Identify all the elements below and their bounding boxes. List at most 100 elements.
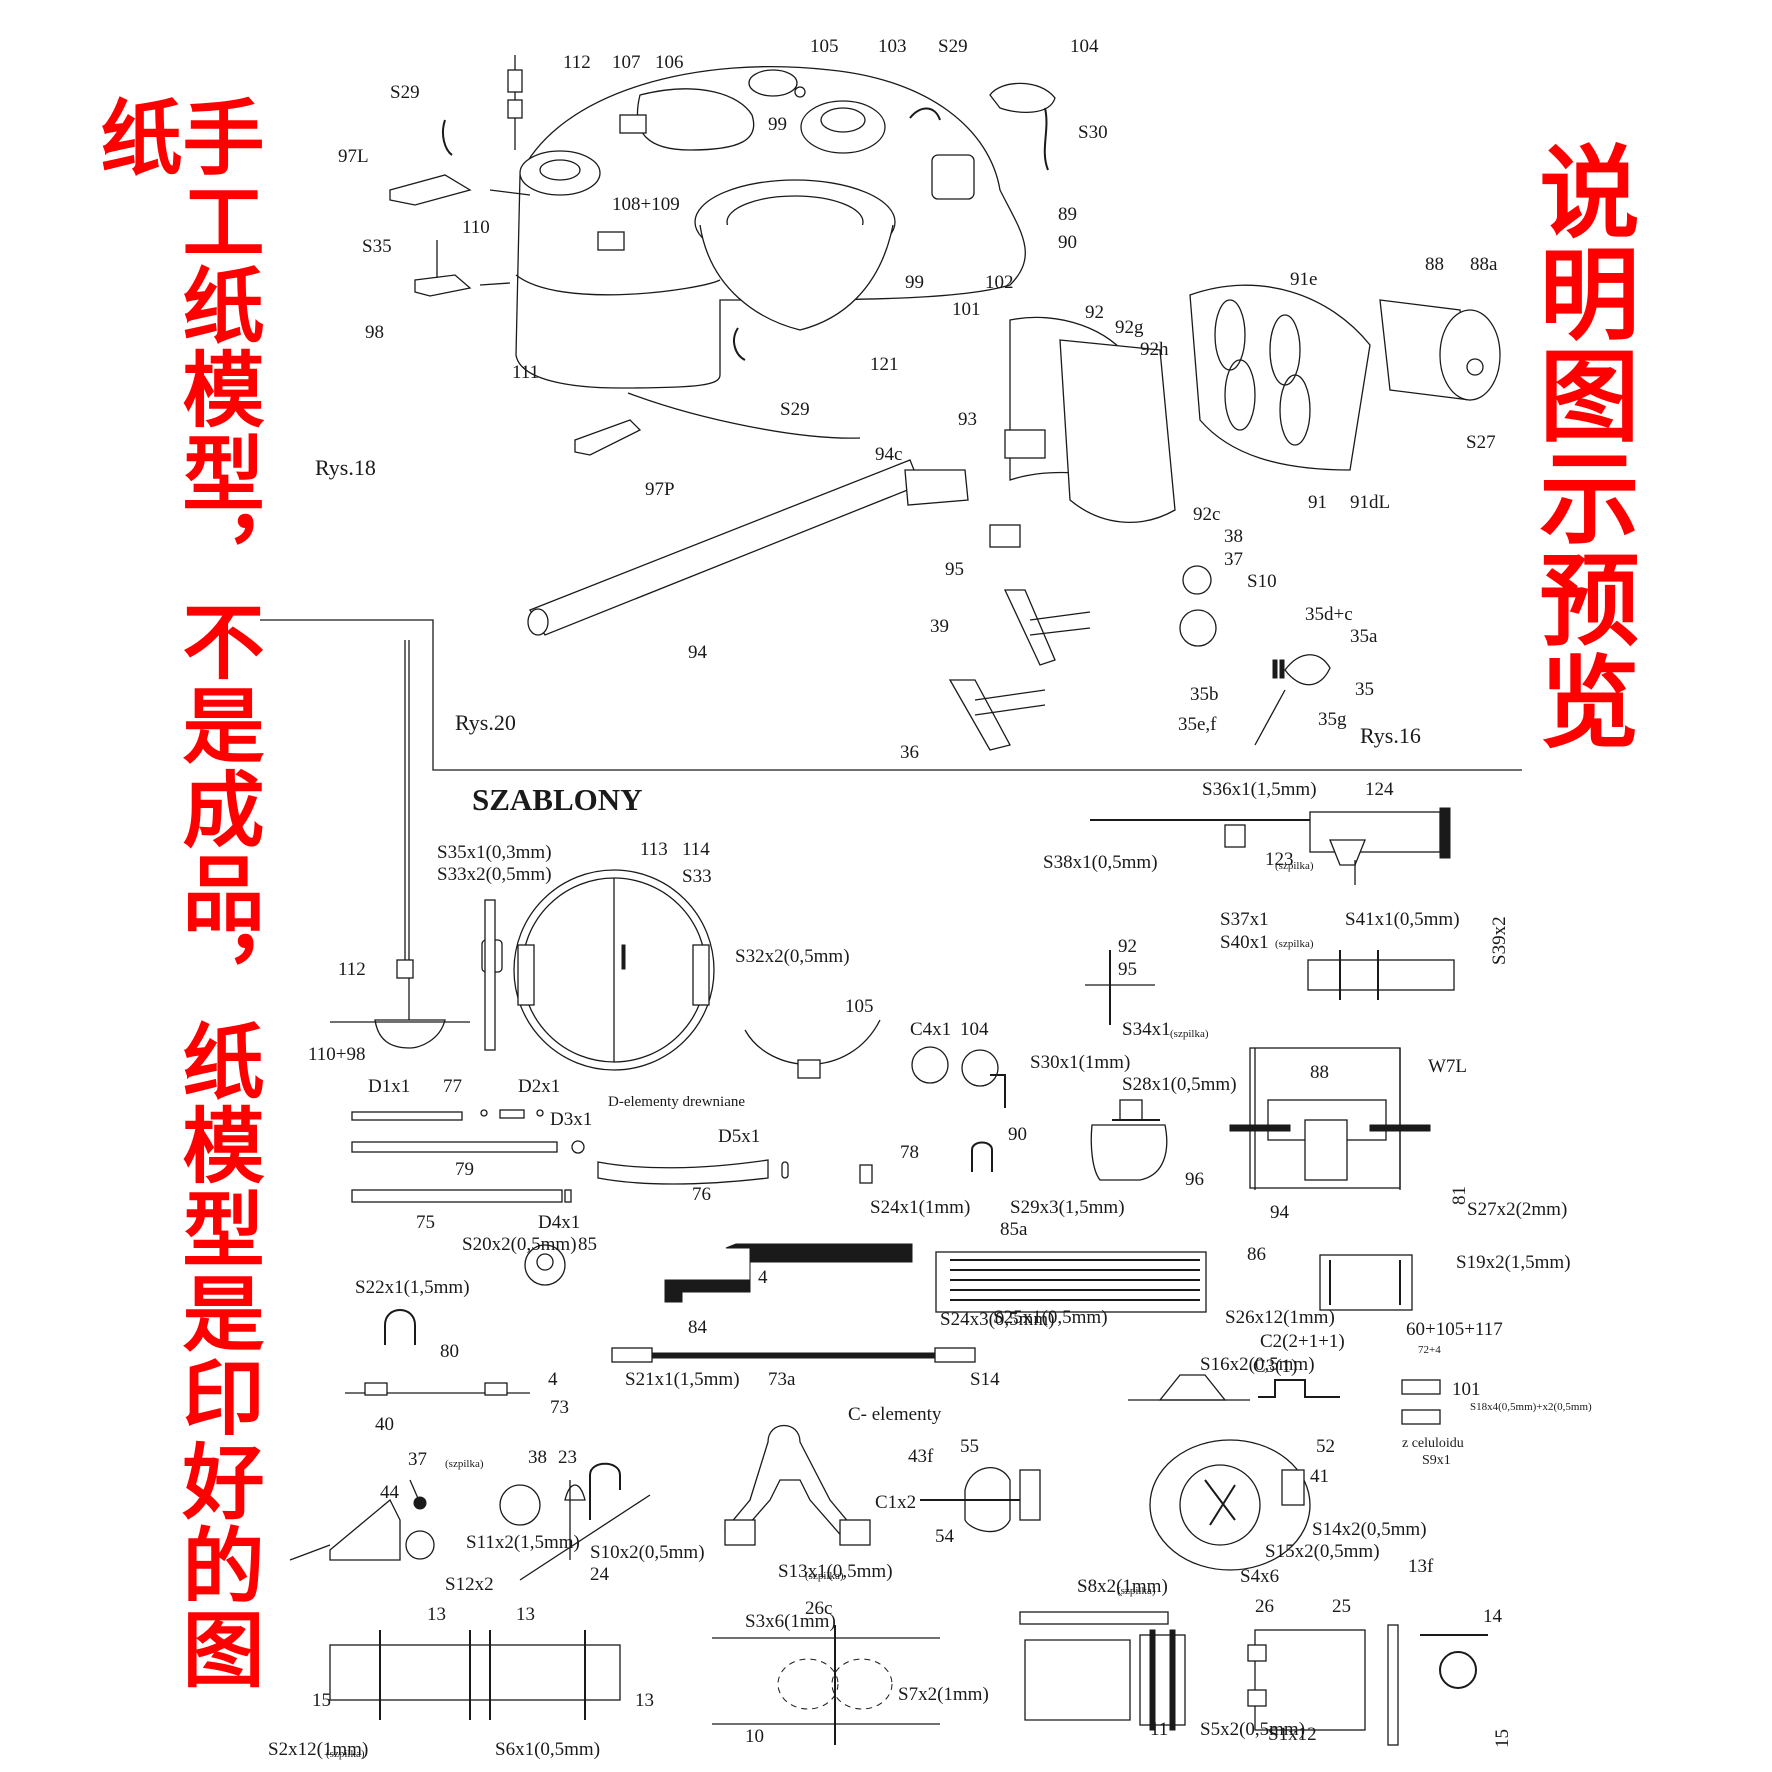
part-label: 85 — [578, 1234, 597, 1255]
part-label: 84 — [688, 1317, 708, 1338]
left-red-banner: 手工纸模型，不是成品，纸模型是印好的图纸 — [86, 95, 263, 1691]
part-label: S28x1(0,5mm) — [1122, 1074, 1237, 1095]
part-label: 24 — [590, 1564, 610, 1585]
part-label: D1x1 — [368, 1076, 410, 1097]
part-label: D2x1 — [518, 1076, 560, 1097]
part-label: 91 — [1308, 492, 1327, 513]
part-label: S34x1 — [1122, 1019, 1171, 1040]
part-label: 101 — [1452, 1379, 1481, 1400]
part-label: S12x2 — [445, 1574, 494, 1595]
part-label: C2(2+1+1) — [1260, 1331, 1345, 1352]
bracket-assembly — [948, 565, 1331, 751]
part-label: 41 — [1310, 1466, 1329, 1487]
part-label: 35g — [1318, 709, 1347, 730]
part-label: 4 — [548, 1369, 558, 1390]
part-label: S1x12 — [1268, 1724, 1317, 1745]
part-label: S3x6(1mm) — [745, 1611, 836, 1632]
part-label: C3(1) — [1253, 1356, 1297, 1377]
part-label: S38x1(0,5mm) — [1043, 852, 1158, 873]
part-label: 60+105+117 — [1406, 1319, 1503, 1340]
part-label: 11 — [1150, 1719, 1168, 1740]
part-label: S14 — [970, 1369, 1000, 1390]
part-label: 26 — [1255, 1596, 1274, 1617]
part-label: S41x1(0,5mm) — [1345, 909, 1460, 930]
part-label: W7L — [1428, 1056, 1467, 1077]
part-label: 94 — [1270, 1202, 1290, 1223]
part-label: 92g — [1115, 317, 1144, 338]
part-label: 112 — [338, 959, 366, 980]
part-label: S16x2(0,5mm) — [1200, 1354, 1315, 1375]
part-label: S22x1(1,5mm) — [355, 1277, 470, 1298]
part-label: 92c — [1193, 504, 1220, 525]
part-label: S29 — [390, 82, 420, 103]
part-label: 108+109 — [612, 194, 680, 215]
szpilka-note: (szpilka) — [445, 1458, 484, 1470]
part-label: D3x1 — [550, 1109, 592, 1130]
part-label: 124 — [1365, 779, 1394, 800]
part-label: S29x3(1,5mm) — [1010, 1197, 1125, 1218]
szablony-title: SZABLONY — [472, 782, 643, 817]
part-label: 73a — [768, 1369, 796, 1390]
part-label: 98 — [365, 322, 384, 343]
part-label: 92 — [1085, 302, 1104, 323]
szpilka-note: (szpilka) — [805, 1570, 844, 1582]
part-label: 10 — [745, 1726, 764, 1747]
part-label: S37x1 — [1220, 909, 1269, 930]
part-label: 114 — [682, 839, 710, 860]
part-label: 14 — [1483, 1606, 1503, 1627]
part-label: 23 — [558, 1447, 577, 1468]
part-label: S6x1(0,5mm) — [495, 1739, 600, 1760]
part-label: 101 — [952, 299, 981, 320]
rys20-label: Rys.20 — [455, 710, 516, 735]
part-label: 105 — [845, 996, 874, 1017]
rys18-label: Rys.18 — [315, 455, 376, 480]
part-label: 89 — [1058, 204, 1077, 225]
part-label: 86 — [1247, 1244, 1266, 1265]
part-label: D5x1 — [718, 1126, 760, 1147]
part-label: 110+98 — [308, 1044, 366, 1065]
part-label: 80 — [440, 1341, 459, 1362]
part-label: S13x1(0,5mm) — [778, 1561, 893, 1582]
turret-assembly — [389, 55, 1056, 456]
part-label: C1x2 — [875, 1492, 916, 1513]
part-label: S35 — [362, 236, 392, 257]
part-label: C- elementy — [848, 1404, 942, 1425]
part-label: S36x1(1,5mm) — [1202, 779, 1317, 800]
part-label: 93 — [958, 409, 977, 430]
part-label: 52 — [1316, 1436, 1335, 1457]
part-label: 25 — [1332, 1596, 1351, 1617]
part-label: S29 — [780, 399, 810, 420]
part-label: 77 — [443, 1076, 462, 1097]
part-label: 26c — [805, 1598, 832, 1619]
part-label: 15 — [1492, 1729, 1513, 1748]
part-label: 121 — [870, 354, 899, 375]
part-label: S8x2(1mm) — [1077, 1576, 1168, 1597]
part-label: S5x2(0,5mm) — [1200, 1719, 1305, 1740]
part-label: 104 — [960, 1019, 989, 1040]
part-label: 112 — [563, 52, 591, 73]
part-label: S20x2(0,5mm) — [462, 1234, 577, 1255]
part-label: 38 — [528, 1447, 547, 1468]
part-label: S11x2(1,5mm) — [466, 1532, 580, 1553]
part-label: 99 — [768, 114, 787, 135]
part-label: 104 — [1070, 36, 1099, 57]
templates — [289, 640, 1488, 1746]
part-label: C4x1 — [910, 1019, 951, 1040]
part-label: 113 — [640, 839, 668, 860]
part-label: 35e,f — [1178, 714, 1217, 735]
part-label: 13 — [427, 1604, 446, 1625]
part-label: 92h — [1140, 339, 1169, 360]
part-label: S15x2(0,5mm) — [1265, 1541, 1380, 1562]
part-label: S30x1(1mm) — [1030, 1052, 1130, 1073]
part-label: S10x2(0,5mm) — [590, 1542, 705, 1563]
part-label: 123 — [1265, 849, 1294, 870]
part-label: 102 — [985, 272, 1014, 293]
part-label: S35x1(0,3mm) — [437, 842, 552, 863]
part-label: 92 — [1118, 936, 1137, 957]
part-label: 111 — [512, 362, 539, 383]
part-label: 94c — [875, 444, 902, 465]
part-label: 90 — [1008, 1124, 1027, 1145]
part-label: S27x2(2mm) — [1467, 1199, 1567, 1220]
part-label: S19x2(1,5mm) — [1456, 1252, 1571, 1273]
